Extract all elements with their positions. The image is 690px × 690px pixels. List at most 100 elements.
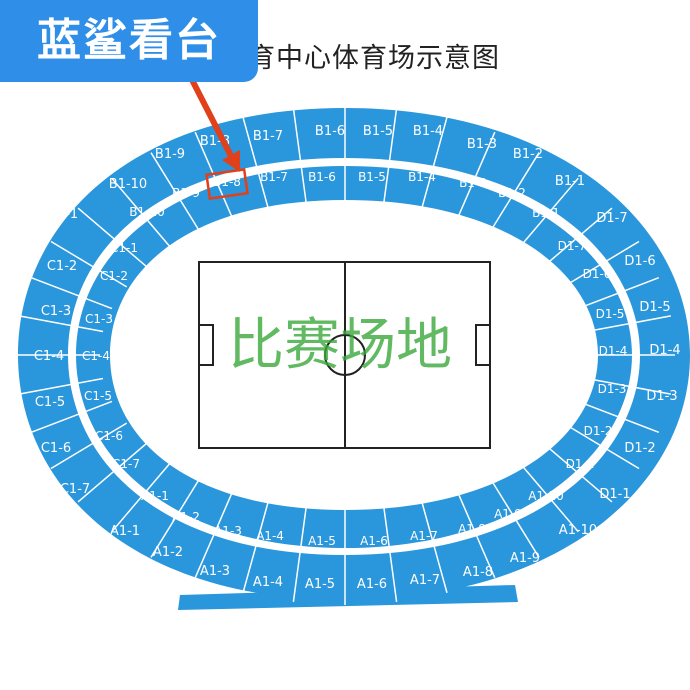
section-divider (542, 207, 613, 268)
section-label: D1-2 (584, 424, 613, 438)
section-divider (77, 442, 148, 503)
section-dividers (15, 105, 675, 605)
section-label: B1-6 (308, 170, 336, 184)
section-label: C1-2 (100, 269, 128, 283)
section-divider (18, 315, 104, 333)
section-label: A1-10 (528, 489, 563, 503)
section-label: B1-6 (315, 124, 345, 139)
section-label: B1-5 (358, 170, 386, 184)
section-label: C1-1 (48, 207, 78, 222)
section-divider (586, 377, 672, 395)
section-label: D1-7 (558, 239, 587, 253)
section-label: A1-8 (463, 565, 493, 580)
section-divider (577, 400, 660, 434)
section-divider (242, 497, 271, 593)
section-label: D1-4 (599, 344, 628, 358)
section-divider (562, 422, 640, 470)
section-label: B1-10 (109, 177, 147, 192)
section-label: A1-9 (510, 551, 540, 566)
section-label: A1-7 (410, 529, 438, 543)
section-label: C1-6 (41, 441, 71, 456)
section-label: B1-8 (213, 175, 241, 189)
section-label: B1-1 (532, 206, 560, 220)
arrowhead-icon (222, 150, 240, 172)
field-label: 比赛场地 (228, 313, 452, 378)
section-label: B1-9 (155, 147, 185, 162)
playing-field (198, 261, 491, 449)
section-label: A1-10 (559, 523, 597, 538)
section-label: A1-5 (308, 534, 336, 548)
section-label: A1-4 (253, 575, 283, 590)
section-label: C1-5 (84, 389, 112, 403)
section-label: C1-4 (82, 349, 110, 363)
section-divider (517, 460, 579, 533)
section-label: D1-1 (599, 487, 630, 502)
section-divider (77, 207, 148, 268)
section-label: A1-2 (153, 545, 183, 560)
section-label: D1-5 (596, 307, 625, 321)
section-divider (517, 177, 579, 250)
section-divider (488, 476, 540, 558)
section-label: D1-3 (598, 382, 627, 396)
section-label: C1-3 (85, 312, 113, 326)
arrow-icon (185, 69, 235, 161)
section-label: C1-7 (60, 482, 90, 497)
section-label: A1-6 (360, 534, 388, 548)
section-label: A1-1 (110, 524, 140, 539)
section-divider (111, 460, 173, 533)
section-divider (111, 177, 173, 250)
section-divider (562, 240, 640, 288)
section-divider (488, 152, 540, 234)
stand-badge: 蓝鲨看台 (0, 0, 258, 82)
section-label: C1-5 (35, 395, 65, 410)
section-divider (194, 488, 235, 579)
section-label: D1-4 (649, 343, 680, 358)
section-label: B1-1 (555, 174, 585, 189)
section-divider (150, 152, 202, 234)
section-divider (242, 117, 271, 213)
section-label: A1-1 (141, 489, 169, 503)
section-divider (419, 497, 448, 593)
bottom-seating-strip (178, 585, 518, 610)
section-label: A1-5 (305, 577, 335, 592)
section-label: B1-2 (498, 186, 526, 200)
section-divider (50, 240, 128, 288)
section-label: B1-5 (363, 124, 393, 139)
section-label: D1-6 (583, 267, 612, 281)
section-label: D1-7 (596, 211, 627, 226)
section-label: B1-7 (253, 129, 283, 144)
page-title: 体育中心体育场示意图 (220, 43, 500, 74)
section-divider (194, 131, 235, 222)
section-label: D1-6 (624, 254, 655, 269)
section-label: D1-1 (566, 457, 595, 471)
section-label: B1-4 (408, 170, 436, 184)
section-divider (542, 442, 613, 503)
section-divider (455, 131, 496, 222)
section-label: A1-6 (357, 577, 387, 592)
section-divider (455, 488, 496, 579)
section-label: B1-3 (459, 176, 487, 190)
section-divider (50, 422, 128, 470)
section-divider (292, 503, 308, 603)
section-label: D1-3 (646, 389, 677, 404)
section-label: C1-2 (47, 259, 77, 274)
section-label: A1-4 (256, 529, 284, 543)
section-label: C1-7 (112, 457, 140, 471)
section-label: B1-4 (413, 124, 443, 139)
section-divider (382, 503, 398, 603)
section-label: B1-2 (513, 147, 543, 162)
highlighted-section-box (205, 168, 249, 200)
section-label: C1-4 (34, 349, 64, 364)
section-divider (382, 107, 398, 207)
section-divider (586, 315, 672, 333)
section-label: B1-3 (467, 137, 497, 152)
section-label: A1-2 (172, 510, 200, 524)
section-label: C1-1 (110, 241, 138, 255)
section-label: B1-7 (260, 170, 288, 184)
section-divider (150, 476, 202, 558)
section-divider (292, 107, 308, 207)
section-divider (30, 400, 113, 434)
section-divider (18, 377, 104, 395)
section-label: C1-3 (41, 304, 71, 319)
